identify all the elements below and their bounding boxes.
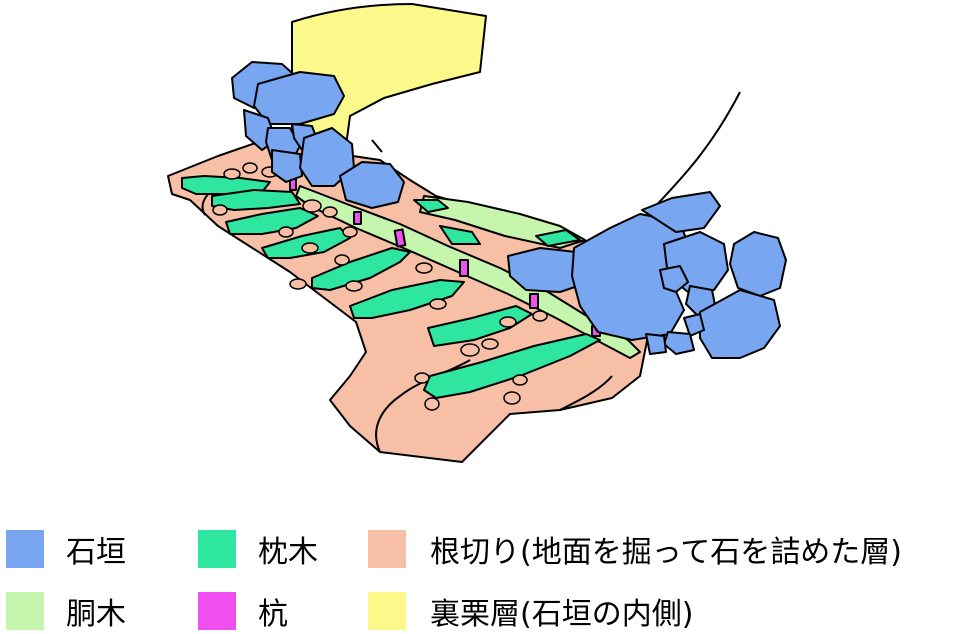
- ishigaki-stone: [663, 331, 695, 355]
- fill-stone: [289, 278, 307, 290]
- legend-label-ishigaki: 石垣: [66, 535, 126, 570]
- fill-stone: [481, 338, 499, 350]
- stone-wall-foundation-diagram: [167, 3, 787, 463]
- legend-item-kui: 杭: [198, 590, 288, 632]
- makuragi-timber-11: [535, 229, 581, 247]
- fill-stone: [424, 397, 440, 411]
- fill-stone: [414, 372, 430, 384]
- fill-stone: [503, 391, 521, 405]
- fill-stone: [278, 226, 294, 238]
- ishigaki-stone: [271, 149, 303, 183]
- kui-pile-4: [459, 259, 469, 277]
- fill-stone: [499, 316, 517, 328]
- makuragi-timber-9: [413, 199, 449, 213]
- legend-label-doboku: 胴木: [66, 597, 126, 632]
- ishigaki-stone: [645, 333, 667, 355]
- ground-line: [649, 91, 741, 213]
- uraguri-layer: [291, 3, 487, 161]
- legend-swatch-kui: [198, 592, 236, 630]
- fill-stone: [242, 162, 258, 174]
- legend-label-uraguri: 裏栗層(石垣の内側): [430, 597, 694, 632]
- legend-item-makuragi: 枕木: [198, 528, 318, 570]
- legend-swatch-ishigaki: [6, 530, 44, 568]
- legend-swatch-uraguri: [368, 592, 406, 630]
- legend-item-ishigaki: 石垣: [6, 528, 126, 570]
- fill-stone: [322, 206, 338, 218]
- fill-stone: [342, 226, 358, 238]
- ishigaki-stone: [571, 213, 691, 341]
- makuragi-timber-6: [349, 279, 465, 319]
- fill-stone: [212, 204, 228, 216]
- makuragi-timber-5: [311, 247, 411, 291]
- fill-stone: [460, 343, 480, 357]
- makuragi-timber-3: [225, 207, 319, 235]
- legend-item-doboku: 胴木: [6, 590, 126, 632]
- fill-stone: [334, 254, 350, 266]
- ishigaki-stone: [253, 71, 345, 125]
- kui-pile-3: [393, 228, 407, 248]
- fill-stone: [302, 199, 322, 213]
- legend-label-makuragi: 枕木: [258, 535, 318, 570]
- makuragi-timber-10: [439, 225, 481, 245]
- fill-stone: [345, 280, 363, 292]
- kui-pile-5: [529, 293, 539, 309]
- fill-stone: [301, 242, 319, 254]
- legend-item-negiri: 根切り(地面を掘って石を詰めた層): [368, 528, 902, 570]
- fill-stone: [223, 168, 241, 180]
- fill-stone: [532, 310, 548, 322]
- ishigaki-stone: [683, 313, 705, 337]
- ishigaki-stone: [641, 191, 721, 233]
- legend-swatch-doboku: [6, 592, 44, 630]
- kui-pile-2: [353, 211, 362, 225]
- ishigaki-stone: [339, 161, 405, 209]
- makuragi-timber-7: [427, 305, 533, 347]
- legend-item-uraguri: 裏栗層(石垣の内側): [368, 590, 693, 632]
- ishigaki-stone: [699, 289, 781, 359]
- fill-stone: [512, 374, 528, 386]
- fill-stone: [415, 262, 433, 274]
- legend-label-kui: 杭: [258, 597, 288, 632]
- legend-label-negiri: 根切り(地面を掘って石を詰めた層): [430, 535, 902, 570]
- legend-swatch-negiri: [368, 530, 406, 568]
- makuragi-timber-8: [423, 333, 601, 399]
- legend-swatch-makuragi: [198, 530, 236, 568]
- ishigaki-stone: [659, 265, 689, 293]
- fill-stone: [429, 298, 447, 310]
- ishigaki-stone: [729, 231, 787, 297]
